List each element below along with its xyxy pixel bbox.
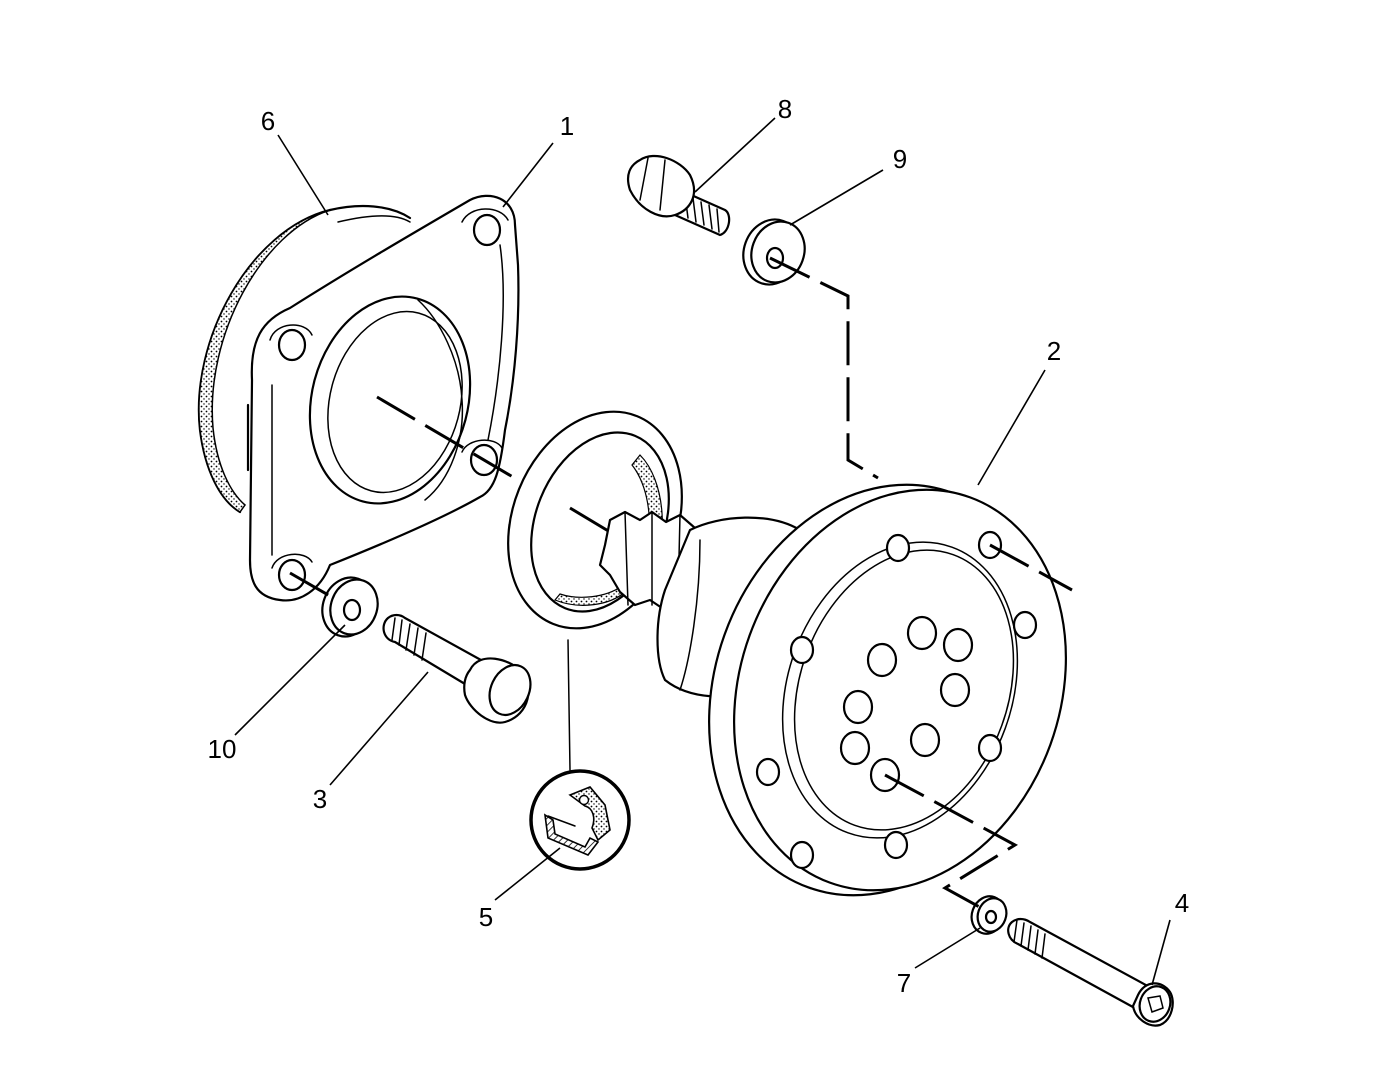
- part-5-seal-section-detail: [529, 769, 631, 871]
- callout-9: 9: [893, 144, 907, 174]
- callout-4: 4: [1175, 888, 1189, 918]
- callout-labels: 1 2 3 4 5 6 7 8 9 10: [208, 94, 1190, 998]
- callout-8: 8: [778, 94, 792, 124]
- part-2-coupling-hub: [598, 483, 1067, 897]
- callout-1: 1: [560, 111, 574, 141]
- part-4-socket-screw: [1007, 917, 1174, 1027]
- assembly-lines: [289, 256, 1073, 912]
- part-8-cap-screw: [626, 154, 731, 237]
- callout-3: 3: [313, 784, 327, 814]
- callout-10: 10: [208, 734, 237, 764]
- part-6-gasket: [197, 204, 412, 514]
- part-1-flange-plate: [248, 194, 520, 602]
- part-3-bolt: [382, 613, 532, 724]
- part-10-washer: [321, 576, 379, 638]
- callout-6: 6: [261, 106, 275, 136]
- leader-lines: [234, 117, 1171, 986]
- part-7-washer: [970, 895, 1008, 935]
- callout-7: 7: [897, 968, 911, 998]
- part-9-washer: [742, 218, 806, 286]
- callout-5: 5: [479, 902, 493, 932]
- callout-2: 2: [1047, 336, 1061, 366]
